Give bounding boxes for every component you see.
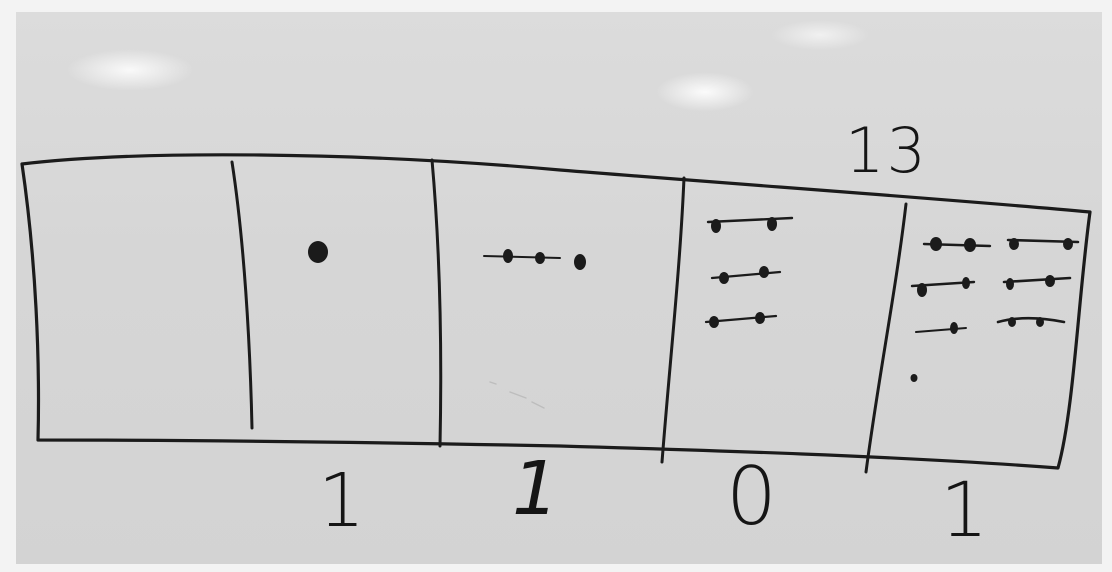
- mark-dot: [308, 241, 328, 263]
- strip-outline: [20, 153, 1092, 470]
- mark-group-fours: [704, 216, 794, 328]
- total-label: 13: [845, 114, 928, 187]
- digit-ones: 1: [318, 458, 365, 544]
- divider-1: [230, 160, 254, 430]
- mark-group-twos: [483, 249, 586, 270]
- digit-eights: 1: [940, 465, 988, 554]
- divider-3: [660, 176, 686, 464]
- mark-group-eights: [910, 237, 1080, 382]
- divider-2: [430, 158, 443, 448]
- digit-fours: 0: [726, 450, 777, 543]
- digit-twos: 1: [512, 446, 559, 532]
- divider-4: [864, 202, 908, 474]
